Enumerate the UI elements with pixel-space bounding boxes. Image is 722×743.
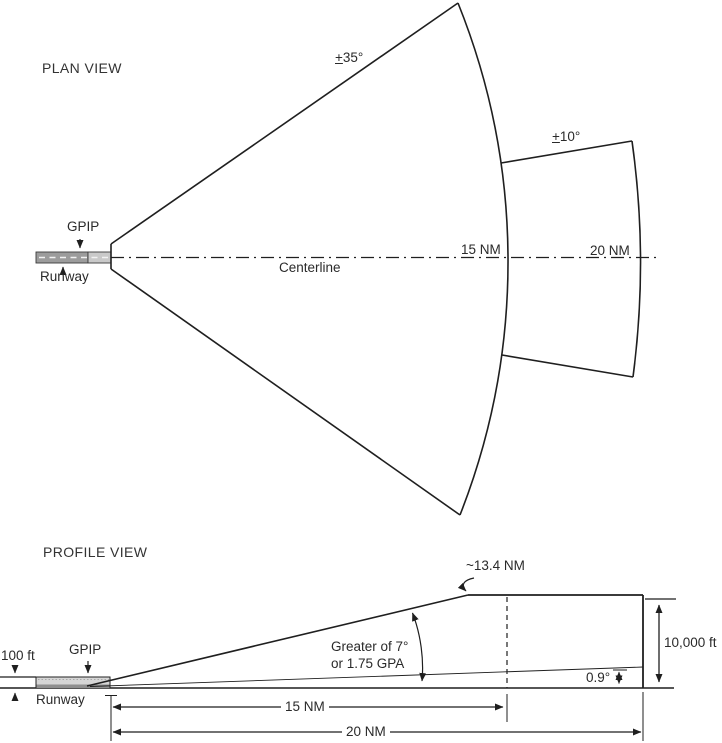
narrow-angle-label: +10° — [552, 129, 581, 144]
top-distance-label: ~13.4 NM — [466, 558, 525, 573]
ceiling-height-label: 10,000 ft — [664, 635, 717, 650]
glide-angle-arc-arrow — [411, 612, 427, 682]
glide-angle-note-line2: or 1.75 GPA — [331, 655, 405, 671]
profile-runway — [35, 676, 111, 688]
low-angle-arrow — [613, 669, 627, 684]
dim-20nm-label: 20 NM — [342, 725, 390, 739]
gpip-label-profile: GPIP — [69, 642, 102, 657]
glide-slope-line — [86, 594, 469, 687]
arc-20nm — [631, 140, 642, 378]
range-20nm-label: 20 NM — [590, 243, 630, 258]
wide-angle-label: +35° — [335, 50, 364, 65]
min-height-label: 100 ft — [1, 648, 35, 663]
low-angle-line — [89, 666, 644, 687]
runway-label-profile: Runway — [36, 692, 85, 707]
centerline-label: Centerline — [279, 260, 341, 275]
glide-angle-note-line1: Greater of 7° — [331, 639, 409, 654]
profile-outline — [86, 594, 644, 688]
plan-extension-outline — [500, 140, 642, 378]
top-distance-arrow — [457, 577, 475, 592]
profile-view-title: PROFILE VIEW — [43, 544, 148, 560]
plan-runway — [35, 251, 112, 264]
gpip-label-plan: GPIP — [67, 219, 100, 234]
plan-view-title: PLAN VIEW — [42, 60, 122, 76]
glide-angle-note: Greater of 7° or 1.75 GPA — [331, 639, 408, 672]
dim-15nm-label: 15 NM — [281, 700, 329, 714]
plan-fan-outline — [110, 2, 509, 516]
runway-label-plan: Runway — [40, 269, 89, 284]
low-angle-label: 0.9° — [586, 670, 611, 685]
arc-15nm — [457, 2, 509, 516]
range-15nm-label: 15 NM — [461, 242, 501, 257]
plan-view-group — [35, 2, 660, 516]
ceiling-height-arrow — [645, 598, 676, 683]
